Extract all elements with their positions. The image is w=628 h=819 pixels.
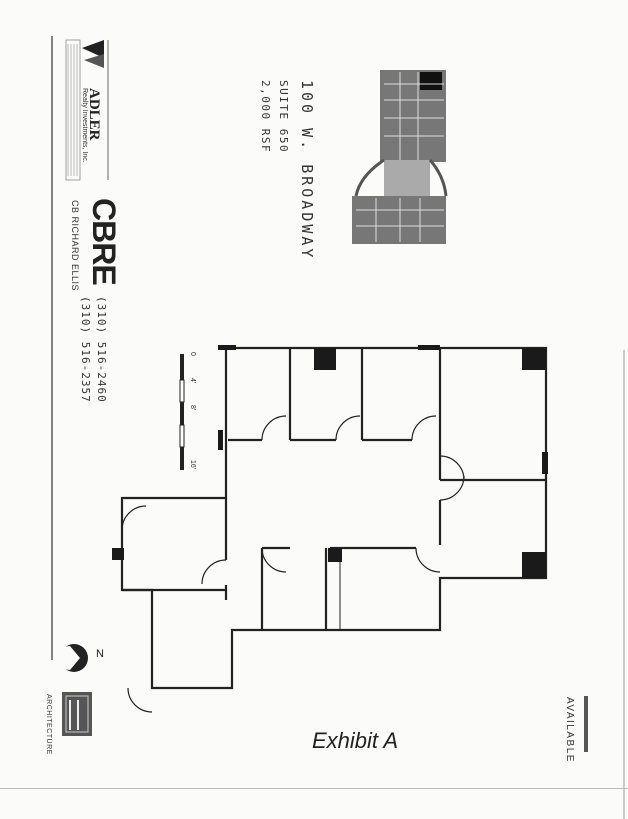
cbre-logo: CBRE: [86, 198, 122, 285]
page-divider: [0, 788, 628, 789]
phone-1: (310) 516-2460: [95, 296, 108, 403]
scale-tick-4: 4': [189, 378, 196, 384]
adler-logo-icon: [65, 39, 104, 181]
architecture-label: ARCHITECTURE: [45, 694, 52, 755]
key-plan: [352, 70, 448, 244]
north-label: N: [96, 648, 104, 660]
scale-tick-0: 0: [189, 352, 196, 356]
suite-number: SUITE 650: [277, 80, 290, 154]
scale-tick-16: 16': [189, 460, 196, 470]
suite-area: 2,000 RSF: [259, 80, 272, 154]
scale-tick-8: 8': [189, 405, 196, 411]
cbre-subtitle: CB RICHARD ELLIS: [70, 200, 80, 292]
scale-bar: [179, 354, 185, 470]
suite-outline: [120, 346, 548, 690]
property-address: 100 W. BROADWAY: [298, 80, 316, 261]
adler-subtitle: Realty Investments, Inc.: [81, 88, 88, 163]
available-label: AVAILABLE: [564, 697, 575, 763]
exhibit-label: Exhibit A: [312, 728, 399, 753]
phone-2: (310) 516-2357: [79, 296, 92, 403]
available-legend-swatch: [584, 696, 588, 752]
architecture-logo-icon: [62, 692, 92, 736]
north-arrow-icon: [58, 644, 88, 672]
